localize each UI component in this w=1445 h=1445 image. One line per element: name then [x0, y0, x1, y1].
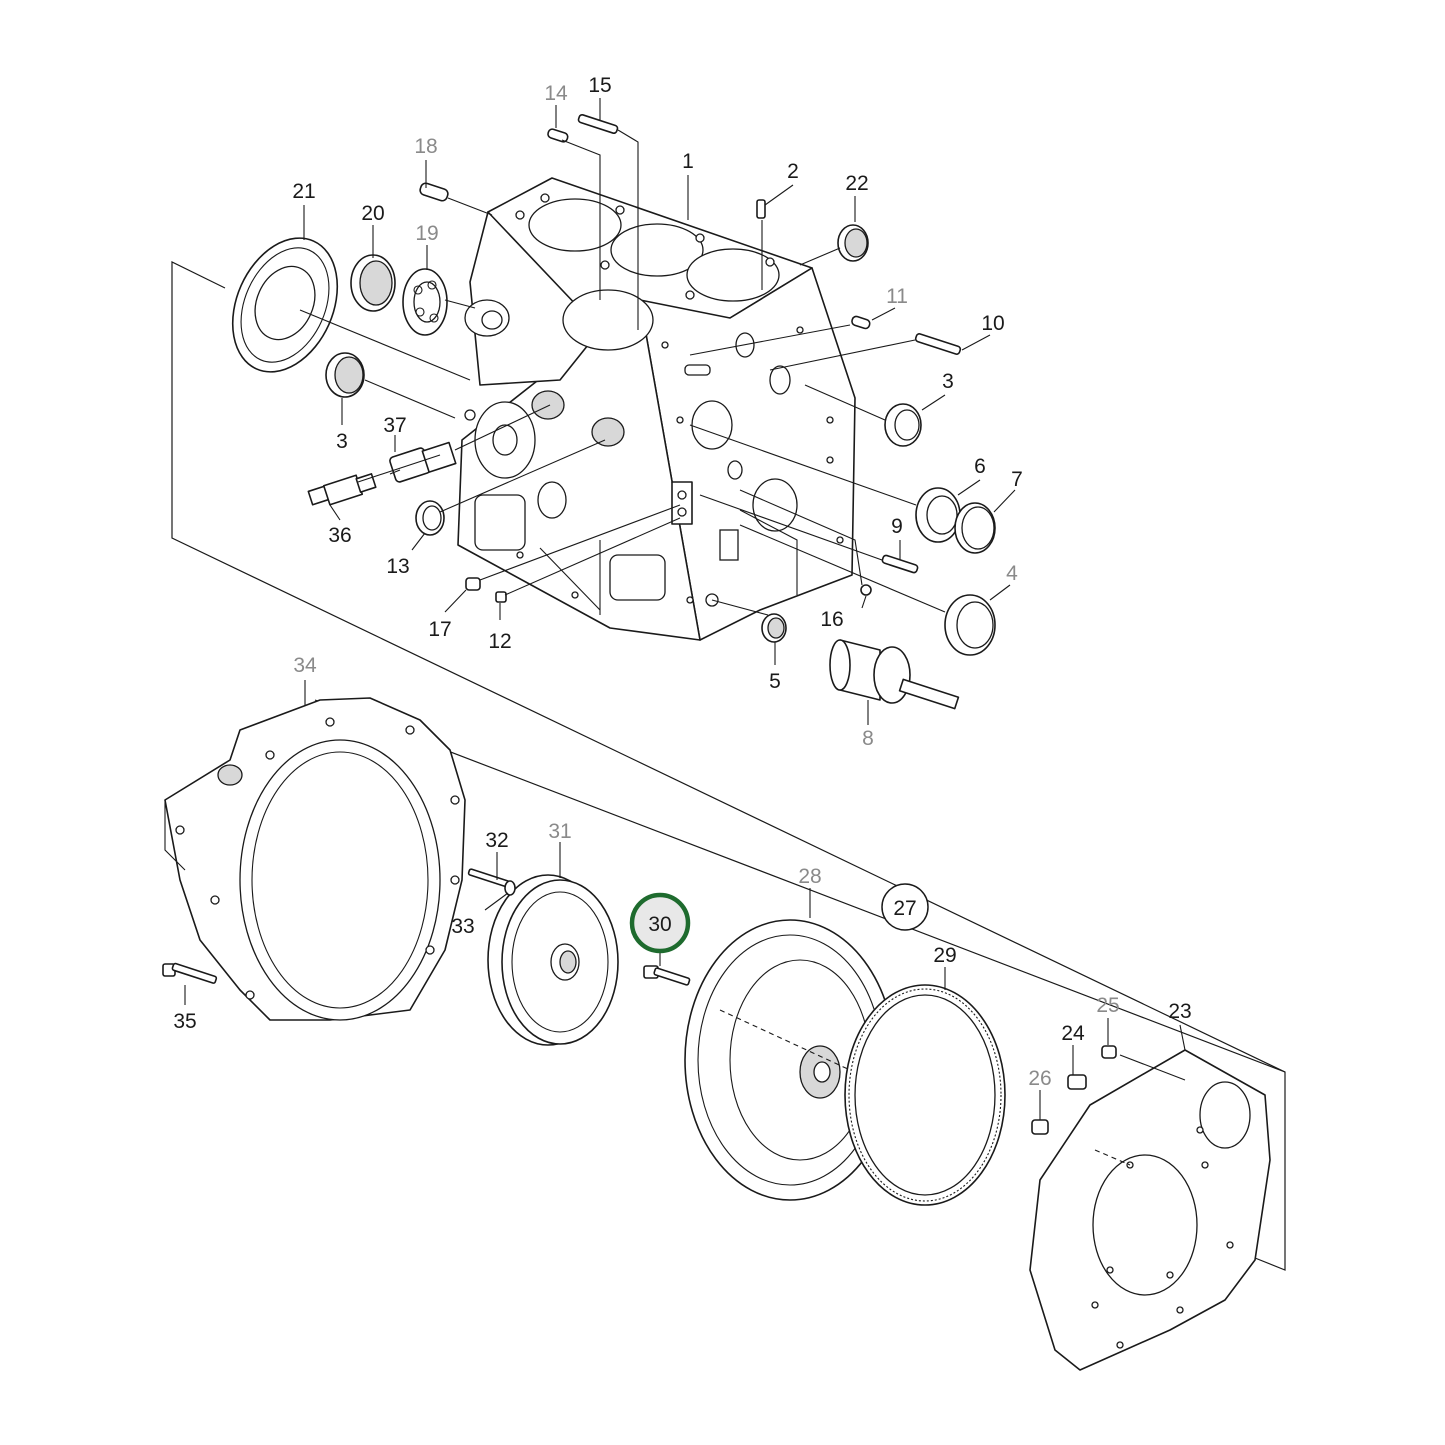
block-small-parts — [231, 113, 996, 710]
callout-label: 35 — [173, 1010, 196, 1033]
leader-lines — [184, 98, 1186, 1120]
damper-plate — [487, 874, 619, 1046]
callout-label: 15 — [588, 74, 611, 97]
callout-label: 11 — [886, 285, 908, 308]
callout-label: 21 — [292, 180, 315, 203]
callout-label: 7 — [1011, 468, 1023, 491]
callout-label: 37 — [383, 414, 406, 437]
adapter-plate — [1029, 1049, 1271, 1371]
callout-label: 17 — [428, 618, 451, 641]
callout-label: 33 — [451, 915, 474, 938]
flywheel — [684, 919, 896, 1201]
callout-label: 4 — [1006, 562, 1018, 585]
ring-gear — [844, 984, 1006, 1206]
callout-label: 19 — [415, 222, 438, 245]
callout-label: 8 — [862, 727, 874, 750]
callout-label: 6 — [974, 455, 986, 478]
callout-label: 26 — [1028, 1067, 1051, 1090]
callout-label: 5 — [769, 670, 781, 693]
highlight-ring — [629, 892, 691, 954]
callout-label: 3 — [942, 370, 954, 393]
callout-ring-27 — [881, 883, 929, 931]
callout-label: 27 — [893, 897, 916, 920]
callout-label: 25 — [1096, 994, 1119, 1017]
callout-labels: 1 2 3 3 4 5 6 7 8 9 10 11 12 13 14 15 16… — [173, 74, 1191, 1090]
callout-label: 3 — [336, 430, 348, 453]
bell-housing — [164, 697, 466, 1021]
callout-label: 36 — [328, 524, 351, 547]
callout-label: 29 — [933, 944, 956, 967]
callout-label: 13 — [386, 555, 409, 578]
engine-block — [457, 177, 856, 641]
callout-label: 32 — [485, 829, 508, 852]
callout-label: 24 — [1061, 1022, 1085, 1045]
callout-label: 31 — [548, 820, 571, 843]
callout-label: 1 — [682, 150, 694, 173]
callout-label: 20 — [361, 202, 384, 225]
callout-label: 28 — [798, 865, 821, 888]
callout-label: 30 — [648, 913, 671, 936]
callout-label: 9 — [891, 515, 903, 538]
callout-label: 18 — [414, 135, 437, 158]
callout-label: 16 — [820, 608, 843, 631]
callout-label: 34 — [293, 654, 317, 677]
callout-label: 2 — [787, 160, 799, 183]
callout-label: 14 — [544, 82, 568, 105]
assembly-frame — [171, 261, 1286, 1271]
callout-label: 12 — [488, 630, 511, 653]
callout-label: 10 — [981, 312, 1004, 335]
callout-label: 22 — [845, 172, 868, 195]
callout-label: 23 — [1168, 1000, 1191, 1023]
